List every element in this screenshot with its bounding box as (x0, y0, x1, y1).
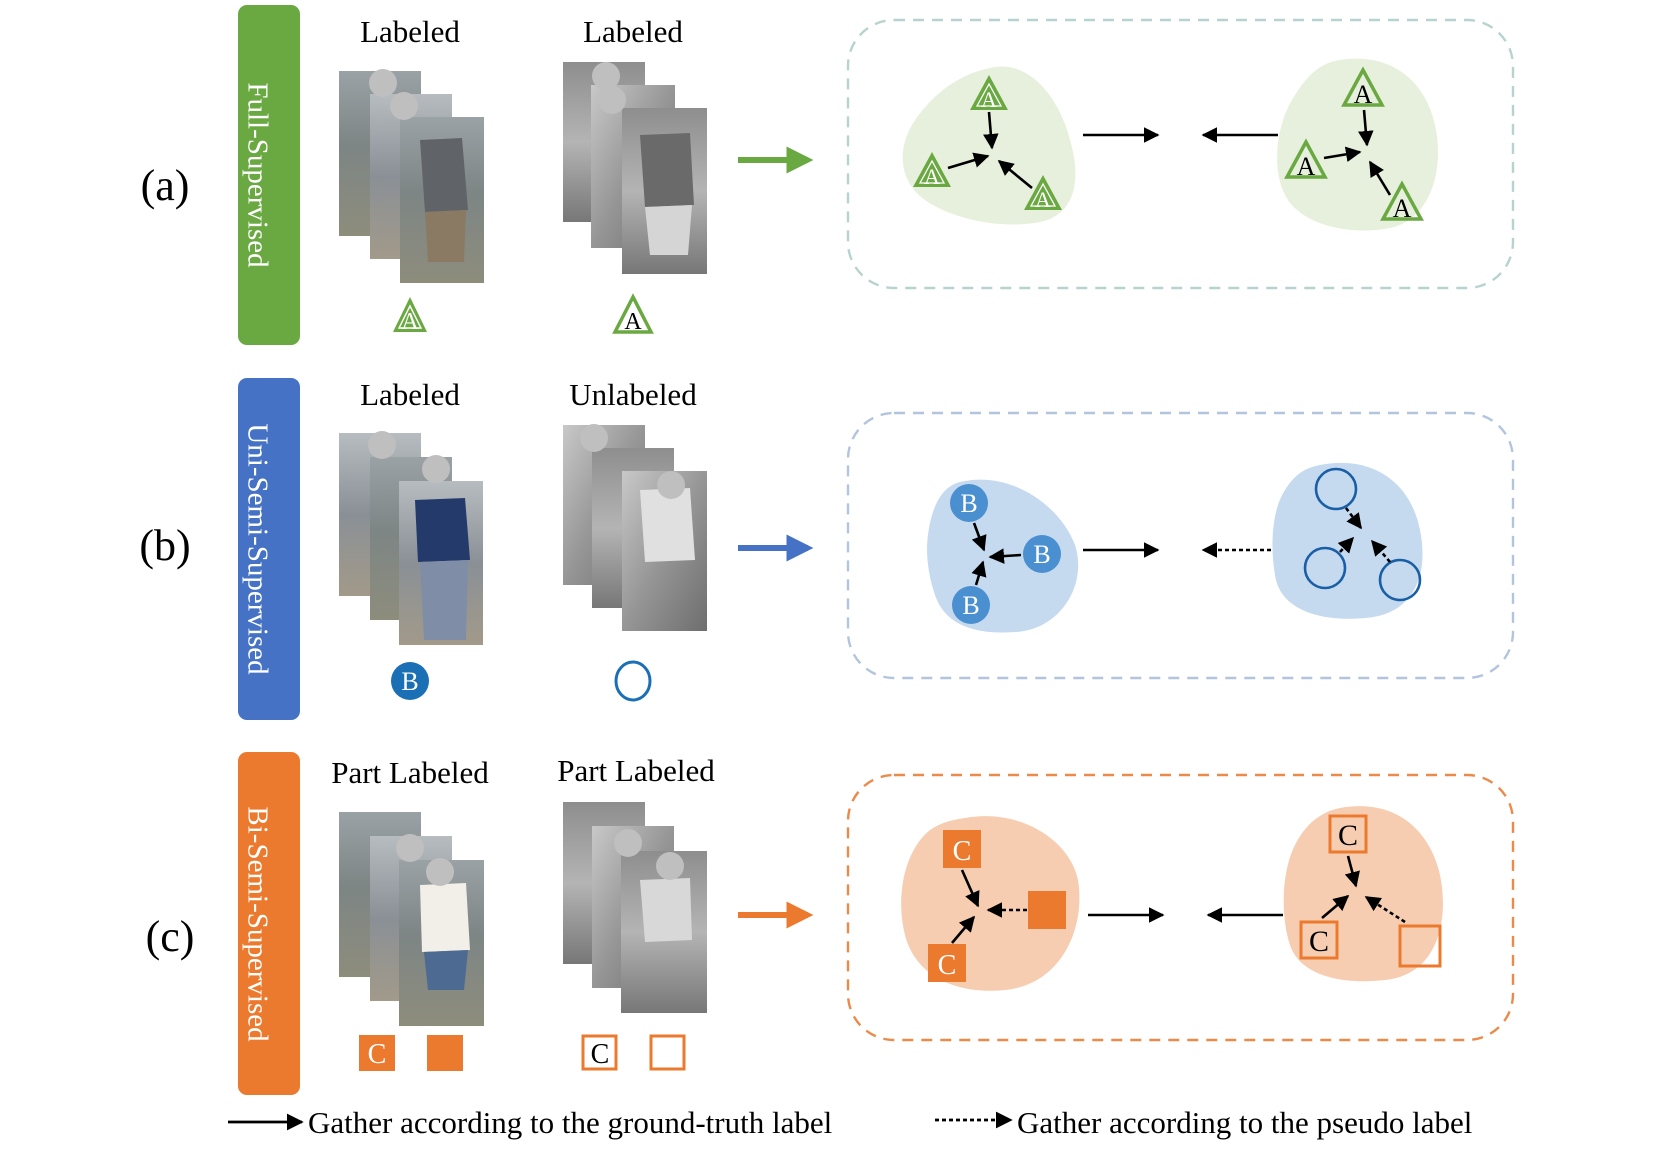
identity-marker-b-filled: B (391, 662, 429, 700)
svg-text:C: C (1338, 819, 1358, 852)
svg-text:B: B (401, 667, 418, 696)
infrared-image-stack (563, 802, 707, 1013)
svg-text:C: C (368, 1039, 387, 1070)
row-index-label: (b) (139, 521, 190, 570)
face-blur (598, 86, 626, 114)
svg-text:A: A (1393, 194, 1412, 223)
svg-text:C: C (938, 950, 957, 981)
cluster-node: A (913, 152, 951, 189)
face-blur (422, 455, 450, 483)
column-caption: Part Labeled (331, 755, 489, 790)
cluster-node (1378, 558, 1422, 602)
mode-badge-uni-semi-supervised (238, 378, 300, 720)
cluster-node: C (943, 830, 981, 868)
cluster-blob (1283, 806, 1443, 982)
column-caption: Labeled (360, 14, 460, 49)
visible-image-stack (339, 812, 484, 1026)
cluster-node: C (1299, 920, 1339, 960)
svg-text:C: C (953, 836, 972, 867)
svg-text:A: A (1354, 80, 1373, 109)
cluster-node: A (1341, 66, 1385, 109)
column-caption: Part Labeled (557, 753, 715, 788)
cluster-node: A (1284, 138, 1328, 181)
face-blur (592, 62, 620, 90)
svg-text:A: A (401, 309, 419, 335)
identity-marker-a-filled: A (393, 297, 427, 335)
mode-badge-bi-semi-supervised (238, 752, 300, 1095)
svg-text:A: A (624, 309, 642, 335)
face-blur (390, 92, 418, 120)
identity-marker-a-outline: A (612, 293, 654, 335)
face-blur (426, 858, 454, 886)
cluster-node (1303, 546, 1347, 590)
cluster-node (1028, 891, 1066, 929)
face-blur (614, 829, 642, 857)
face-blur (656, 852, 684, 880)
svg-text:B: B (962, 591, 979, 620)
feature-space-panel (846, 411, 1515, 680)
svg-text:A: A (1035, 187, 1051, 212)
mode-label: Full-Supervised (241, 82, 273, 268)
cluster-node: B (1023, 535, 1061, 573)
cluster-blob (1277, 58, 1438, 231)
face-blur (657, 471, 685, 499)
face-blur (396, 834, 424, 862)
legend-solid-label: Gather according to the ground-truth lab… (308, 1105, 832, 1140)
row-a: Full-Supervised (a) Labeled Labeled (141, 5, 1515, 345)
cluster-node: A (1024, 175, 1062, 212)
column-caption: Labeled (583, 14, 683, 49)
svg-text:C: C (591, 1039, 610, 1070)
identity-marker-c-outline: C (581, 1034, 618, 1071)
cluster-blob (1272, 462, 1423, 619)
legend-dotted-label: Gather according to the pseudo label (1017, 1105, 1472, 1140)
svg-text:B: B (960, 489, 977, 518)
row-b: Uni-Semi-Supervised (b) Labeled Unlabele… (139, 377, 1515, 720)
face-blur (580, 424, 608, 452)
mode-badge-full-supervised (238, 5, 300, 345)
cluster-node: A (970, 75, 1008, 112)
visible-image-stack (339, 69, 484, 283)
mode-label: Bi-Semi-Supervised (241, 806, 273, 1042)
legend: Gather according to the ground-truth lab… (228, 1105, 1472, 1140)
unlabeled-marker-filled (427, 1035, 463, 1071)
svg-text:C: C (1309, 925, 1329, 958)
svg-text:A: A (981, 87, 997, 112)
cluster-node (1314, 467, 1358, 511)
face-blur (369, 69, 397, 97)
svg-text:A: A (1297, 152, 1316, 181)
column-caption: Labeled (360, 377, 460, 412)
face-blur (368, 431, 396, 459)
cluster-node: C (1328, 814, 1368, 854)
cluster-node: B (950, 484, 988, 522)
identity-marker-b-outline (614, 660, 652, 702)
feature-space-panel (846, 773, 1515, 1042)
identity-marker-c-filled: C (359, 1035, 395, 1071)
row-index-label: (a) (141, 161, 190, 210)
row-c: Bi-Semi-Supervised (c) Part Labeled Part… (146, 752, 1515, 1095)
cluster-node: C (928, 944, 966, 982)
unlabeled-marker-outline (649, 1034, 686, 1071)
row-index-label: (c) (146, 912, 195, 961)
svg-text:B: B (1033, 540, 1050, 569)
cluster-node: A (1380, 180, 1424, 223)
infrared-image-stack (563, 62, 707, 274)
feature-space-panel (846, 18, 1515, 290)
mode-label: Uni-Semi-Supervised (241, 423, 273, 675)
column-caption: Unlabeled (569, 377, 697, 412)
infrared-image-stack (563, 424, 707, 631)
svg-text:A: A (924, 164, 940, 189)
visible-image-stack (339, 431, 483, 645)
cluster-node (1398, 924, 1442, 968)
cluster-node: B (952, 586, 990, 624)
